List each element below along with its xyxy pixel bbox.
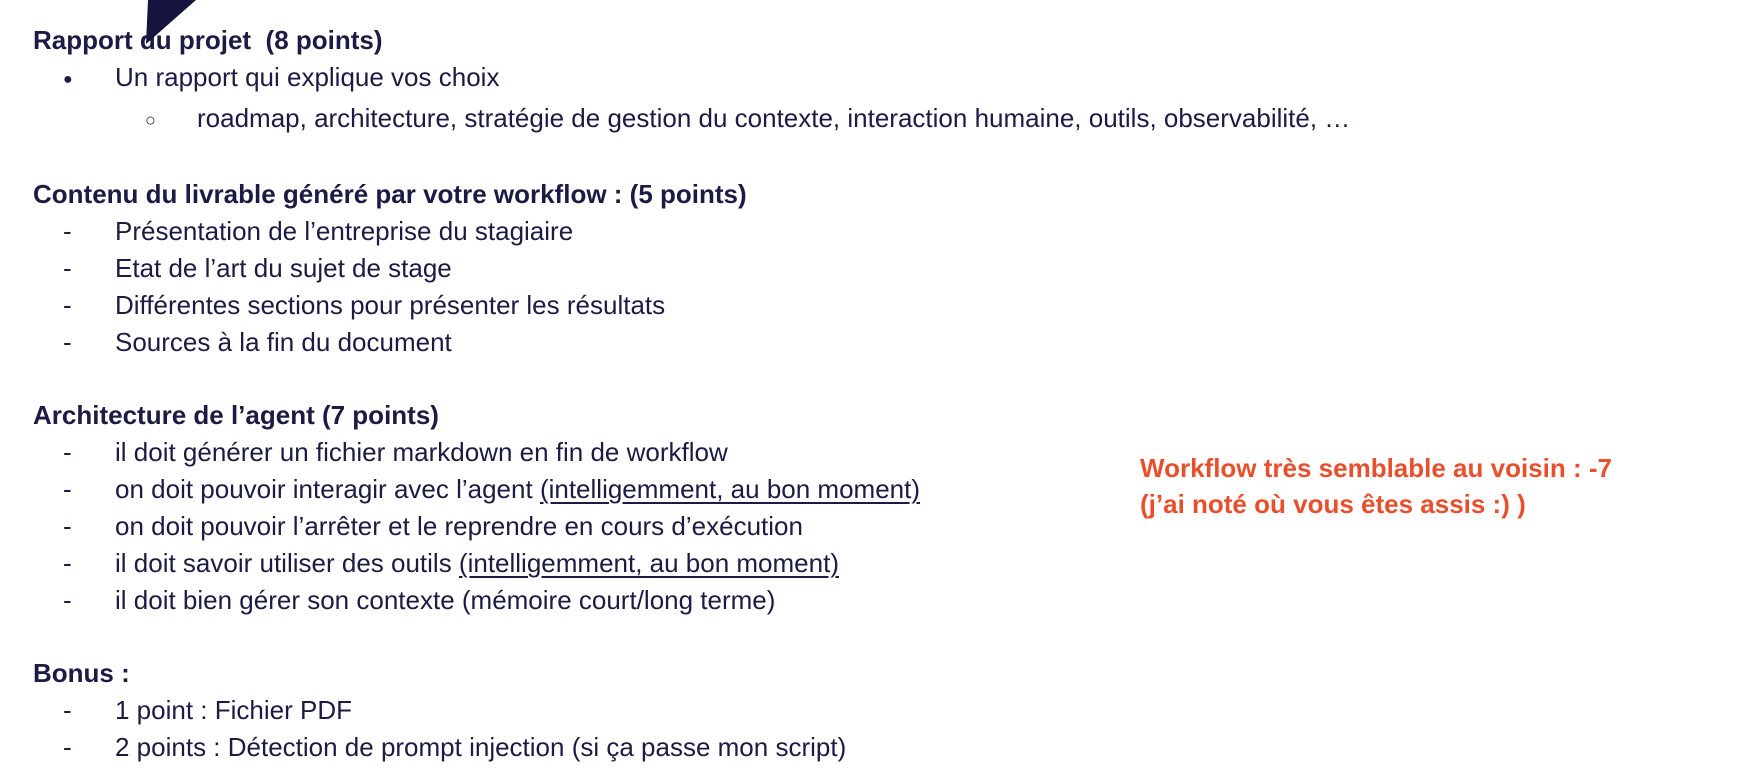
- grader-annotation: Workflow très semblable au voisin : -7 (…: [1140, 450, 1612, 522]
- rubric-document: Rapport du projet (8 points) ● Un rapport …: [33, 22, 1743, 766]
- item-text: roadmap, architecture, stratégie de gest…: [197, 103, 1351, 133]
- dash-marker: -: [63, 585, 72, 615]
- item-text: Etat de l’art du sujet de stage: [115, 253, 452, 283]
- section-heading: Rapport du projet (8 points): [33, 25, 383, 55]
- circle-bullet-icon: ○: [145, 110, 156, 130]
- dash-marker: -: [63, 695, 72, 725]
- list-item: ○ roadmap, architecture, stratégie de ges…: [33, 100, 1743, 140]
- list-item: - 1 point : Fichier PDF: [33, 692, 1743, 729]
- item-text: Différentes sections pour présenter les …: [115, 290, 666, 320]
- item-text: Présentation de l’entreprise du stagiair…: [115, 216, 574, 246]
- dash-marker: -: [63, 511, 72, 541]
- list-item: ● Un rapport qui explique vos choix: [33, 59, 1743, 100]
- list-item: - Présentation de l’entreprise du stagiai…: [33, 213, 1743, 250]
- item-text: 2 points : Détection de prompt injection…: [115, 732, 847, 762]
- list-item: - il doit générer un fichier markdown en …: [33, 434, 1743, 471]
- dash-marker: -: [63, 216, 72, 246]
- item-text: Sources à la fin du document: [115, 327, 452, 357]
- item-text: Un rapport qui explique vos choix: [115, 62, 500, 92]
- list-item: -on doit pouvoir interagir avec l’agent …: [33, 471, 1743, 508]
- dash-marker: -: [63, 253, 72, 283]
- item-text: il doit générer un fichier markdown en f…: [115, 437, 728, 467]
- list-item: - il doit bien gérer son contexte (mémoir…: [33, 582, 1743, 619]
- grader-annotation-line2: (j’ai noté où vous êtes assis :) ): [1140, 489, 1526, 519]
- item-text: 1 point : Fichier PDF: [115, 695, 352, 725]
- dash-marker: -: [63, 437, 72, 467]
- corner-triangle-icon: [0, 0, 220, 65]
- list-item: - Différentes sections pour présenter les…: [33, 287, 1743, 324]
- dash-marker: -: [63, 548, 72, 578]
- section-heading: Contenu du livrable généré par votre wor…: [33, 179, 747, 209]
- item-text-underlined: (intelligemment, au bon moment): [539, 474, 920, 504]
- list-item: - 2 points : Détection de prompt injectio…: [33, 729, 1743, 766]
- list-item: - on doit pouvoir l’arrêter et le reprend…: [33, 508, 1743, 545]
- list-item: - Sources à la fin du document: [33, 324, 1743, 361]
- item-text: il doit savoir utiliser des outils: [115, 548, 459, 578]
- list-item: - Etat de l’art du sujet de stage: [33, 250, 1743, 287]
- dash-marker: -: [63, 474, 72, 504]
- dash-marker: -: [63, 327, 72, 357]
- rubric-section: Rapport du projet (8 points) ● Un rapport …: [33, 22, 1743, 140]
- grader-annotation-line1: Workflow très semblable au voisin : -7: [1140, 453, 1612, 483]
- rubric-section: Bonus : - 1 point : Fichier PDF - 2 points :…: [33, 655, 1743, 766]
- dash-marker: -: [63, 732, 72, 762]
- section-heading: Bonus :: [33, 658, 130, 688]
- disc-bullet-icon: ●: [63, 71, 73, 88]
- dash-marker: -: [63, 290, 72, 320]
- rubric-section: Architecture de l’agent (7 points) - il do…: [33, 397, 1743, 619]
- item-text-underlined: (intelligemment, au bon moment): [458, 548, 839, 578]
- item-text: il doit bien gérer son contexte (mémoire…: [115, 585, 776, 615]
- item-text: on doit pouvoir interagir avec l’agent: [115, 474, 540, 504]
- section-heading: Architecture de l’agent (7 points): [33, 400, 439, 430]
- list-item: - il doit savoir utiliser des outils (int…: [33, 545, 1743, 582]
- item-text: on doit pouvoir l’arrêter et le reprendr…: [115, 511, 803, 541]
- rubric-section: Contenu du livrable généré par votre wor…: [33, 176, 1743, 361]
